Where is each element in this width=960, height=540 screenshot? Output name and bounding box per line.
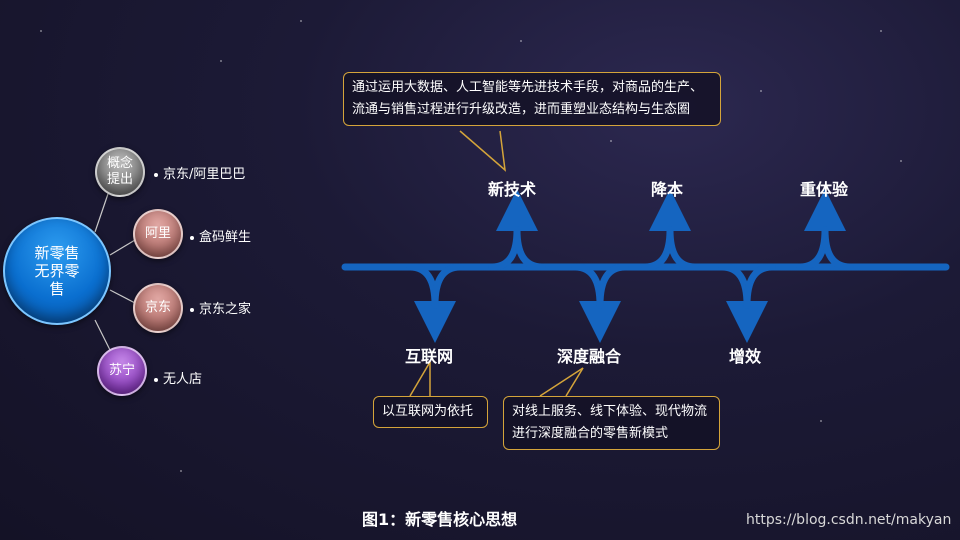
star bbox=[220, 60, 222, 62]
down-branch-internet bbox=[406, 263, 456, 343]
concept-bullet-text: 京东/阿里巴巴 bbox=[163, 167, 246, 182]
label-new-tech: 新技术 bbox=[488, 180, 537, 199]
ali-bullet-text: 盒码鲜生 bbox=[199, 230, 252, 245]
label-reduce-cost: 降本 bbox=[651, 180, 684, 199]
ali-bullet: 盒码鲜生 bbox=[190, 226, 251, 245]
jd-bullet-text: 京东之家 bbox=[199, 302, 252, 317]
star bbox=[520, 40, 522, 42]
star bbox=[300, 20, 302, 22]
watermark: https://blog.csdn.net/makyan bbox=[746, 512, 952, 528]
star bbox=[40, 30, 42, 32]
tech-callout: 通过运用大数据、人工智能等先进技术手段，对商品的生产、流通与销售过程进行升级改造… bbox=[343, 72, 721, 126]
bullet-dot bbox=[154, 172, 158, 177]
figure-caption: 图1：新零售核心思想 bbox=[362, 510, 518, 529]
up-branch-cost bbox=[641, 189, 691, 271]
tech-callout-pointer bbox=[459, 130, 506, 172]
new-retail-center-node: 新零售 无界零 售 bbox=[3, 217, 111, 325]
concept-bullet: 京东/阿里巴巴 bbox=[154, 163, 245, 182]
star bbox=[760, 90, 762, 92]
fusion-callout-pointer bbox=[539, 367, 584, 397]
down-branch-efficiency bbox=[718, 263, 768, 343]
label-efficiency: 增效 bbox=[729, 347, 762, 366]
down-branch-fusion bbox=[571, 263, 621, 343]
bullet-dot bbox=[154, 377, 158, 382]
bullet-dot bbox=[190, 235, 194, 240]
ali-node: 阿里 bbox=[133, 209, 183, 259]
suning-bullet: 无人店 bbox=[154, 368, 202, 387]
up-branch-tech bbox=[488, 189, 538, 271]
label-internet: 互联网 bbox=[405, 347, 454, 366]
star bbox=[820, 420, 822, 422]
internet-callout-pointer bbox=[409, 359, 431, 397]
internet-callout: 以互联网为依托 bbox=[373, 396, 488, 428]
up-branch-experience bbox=[796, 189, 846, 271]
star bbox=[880, 30, 882, 32]
suning-bullet-text: 无人店 bbox=[163, 372, 203, 387]
jd-bullet: 京东之家 bbox=[190, 298, 251, 317]
concept-node: 概念 提出 bbox=[95, 147, 145, 197]
label-deep-fusion: 深度融合 bbox=[557, 347, 622, 366]
star bbox=[180, 470, 182, 472]
jd-node: 京东 bbox=[133, 283, 183, 333]
star bbox=[900, 160, 902, 162]
label-experience: 重体验 bbox=[800, 180, 849, 199]
fusion-callout: 对线上服务、线下体验、现代物流进行深度融合的零售新模式 bbox=[503, 396, 720, 450]
bullet-dot bbox=[190, 307, 194, 312]
suning-node: 苏宁 bbox=[97, 346, 147, 396]
star bbox=[610, 140, 612, 142]
